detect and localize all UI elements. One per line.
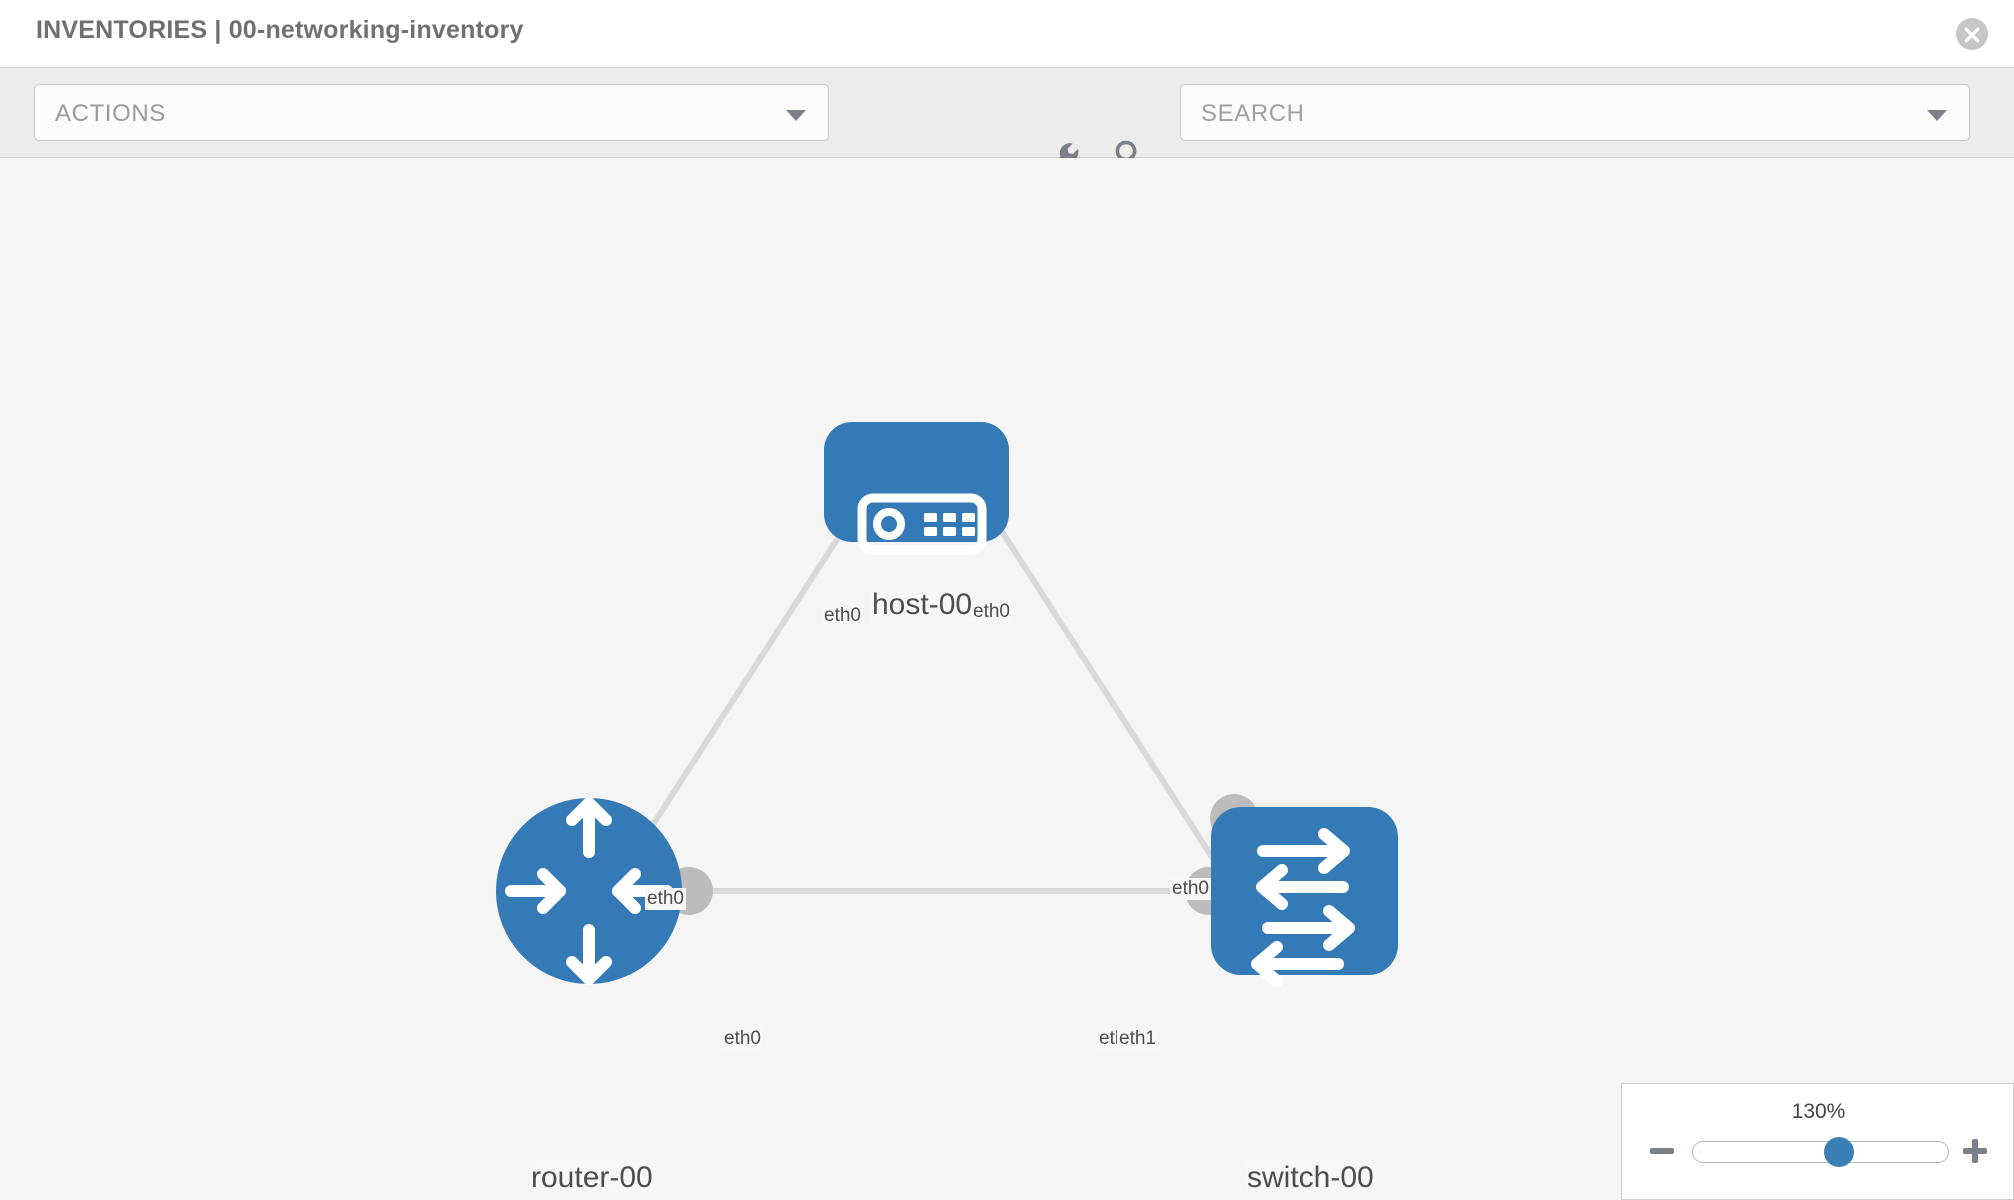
interface-label: eth1 (1117, 1028, 1158, 1050)
interface-label: eth0 (722, 1028, 763, 1050)
zoom-slider-thumb[interactable] (1824, 1137, 1855, 1167)
chevron-down-icon[interactable] (1927, 110, 1947, 121)
zoom-percent-label: 130% (1791, 1100, 1846, 1123)
interface-label: eth0 (645, 888, 686, 910)
search-input[interactable]: SEARCH (1180, 84, 1970, 141)
interface-label: eth0 (1170, 878, 1211, 900)
node-switch-00 (1211, 807, 1398, 987)
plus-icon[interactable] (1960, 1136, 1990, 1166)
interface-label: eth0 (822, 605, 863, 627)
title-bar: INVENTORIES | 00-networking-inventory (0, 0, 2014, 68)
node-label-switch[interactable]: switch-00 (1245, 1161, 1376, 1195)
server-icon (857, 493, 987, 555)
chevron-down-icon (786, 110, 806, 121)
page-title: INVENTORIES | 00-networking-inventory (36, 16, 524, 44)
toolbar: ACTIONS SEARCH (0, 68, 2014, 172)
search-placeholder: SEARCH (1201, 100, 1305, 127)
zoom-slider-track[interactable] (1692, 1137, 1949, 1167)
interface-label: eth0 (971, 601, 1012, 623)
node-host-00 (824, 422, 1009, 555)
topology-graph (496, 422, 1398, 987)
node-router-00 (496, 797, 682, 985)
actions-dropdown-label: ACTIONS (55, 100, 166, 127)
zoom-control-panel: 130% (1621, 1083, 2014, 1200)
actions-dropdown[interactable]: ACTIONS (34, 84, 829, 141)
node-label-router[interactable]: router-00 (529, 1161, 655, 1195)
switch-arrows-icon (1251, 828, 1355, 987)
minus-icon[interactable] (1647, 1136, 1677, 1166)
topology-canvas[interactable]: eth0 eth0 eth0 eth0 eth0 eth0 eth1 host-… (0, 158, 2014, 1200)
node-label-host[interactable]: host-00 (870, 588, 975, 622)
close-icon[interactable] (1956, 18, 1988, 50)
